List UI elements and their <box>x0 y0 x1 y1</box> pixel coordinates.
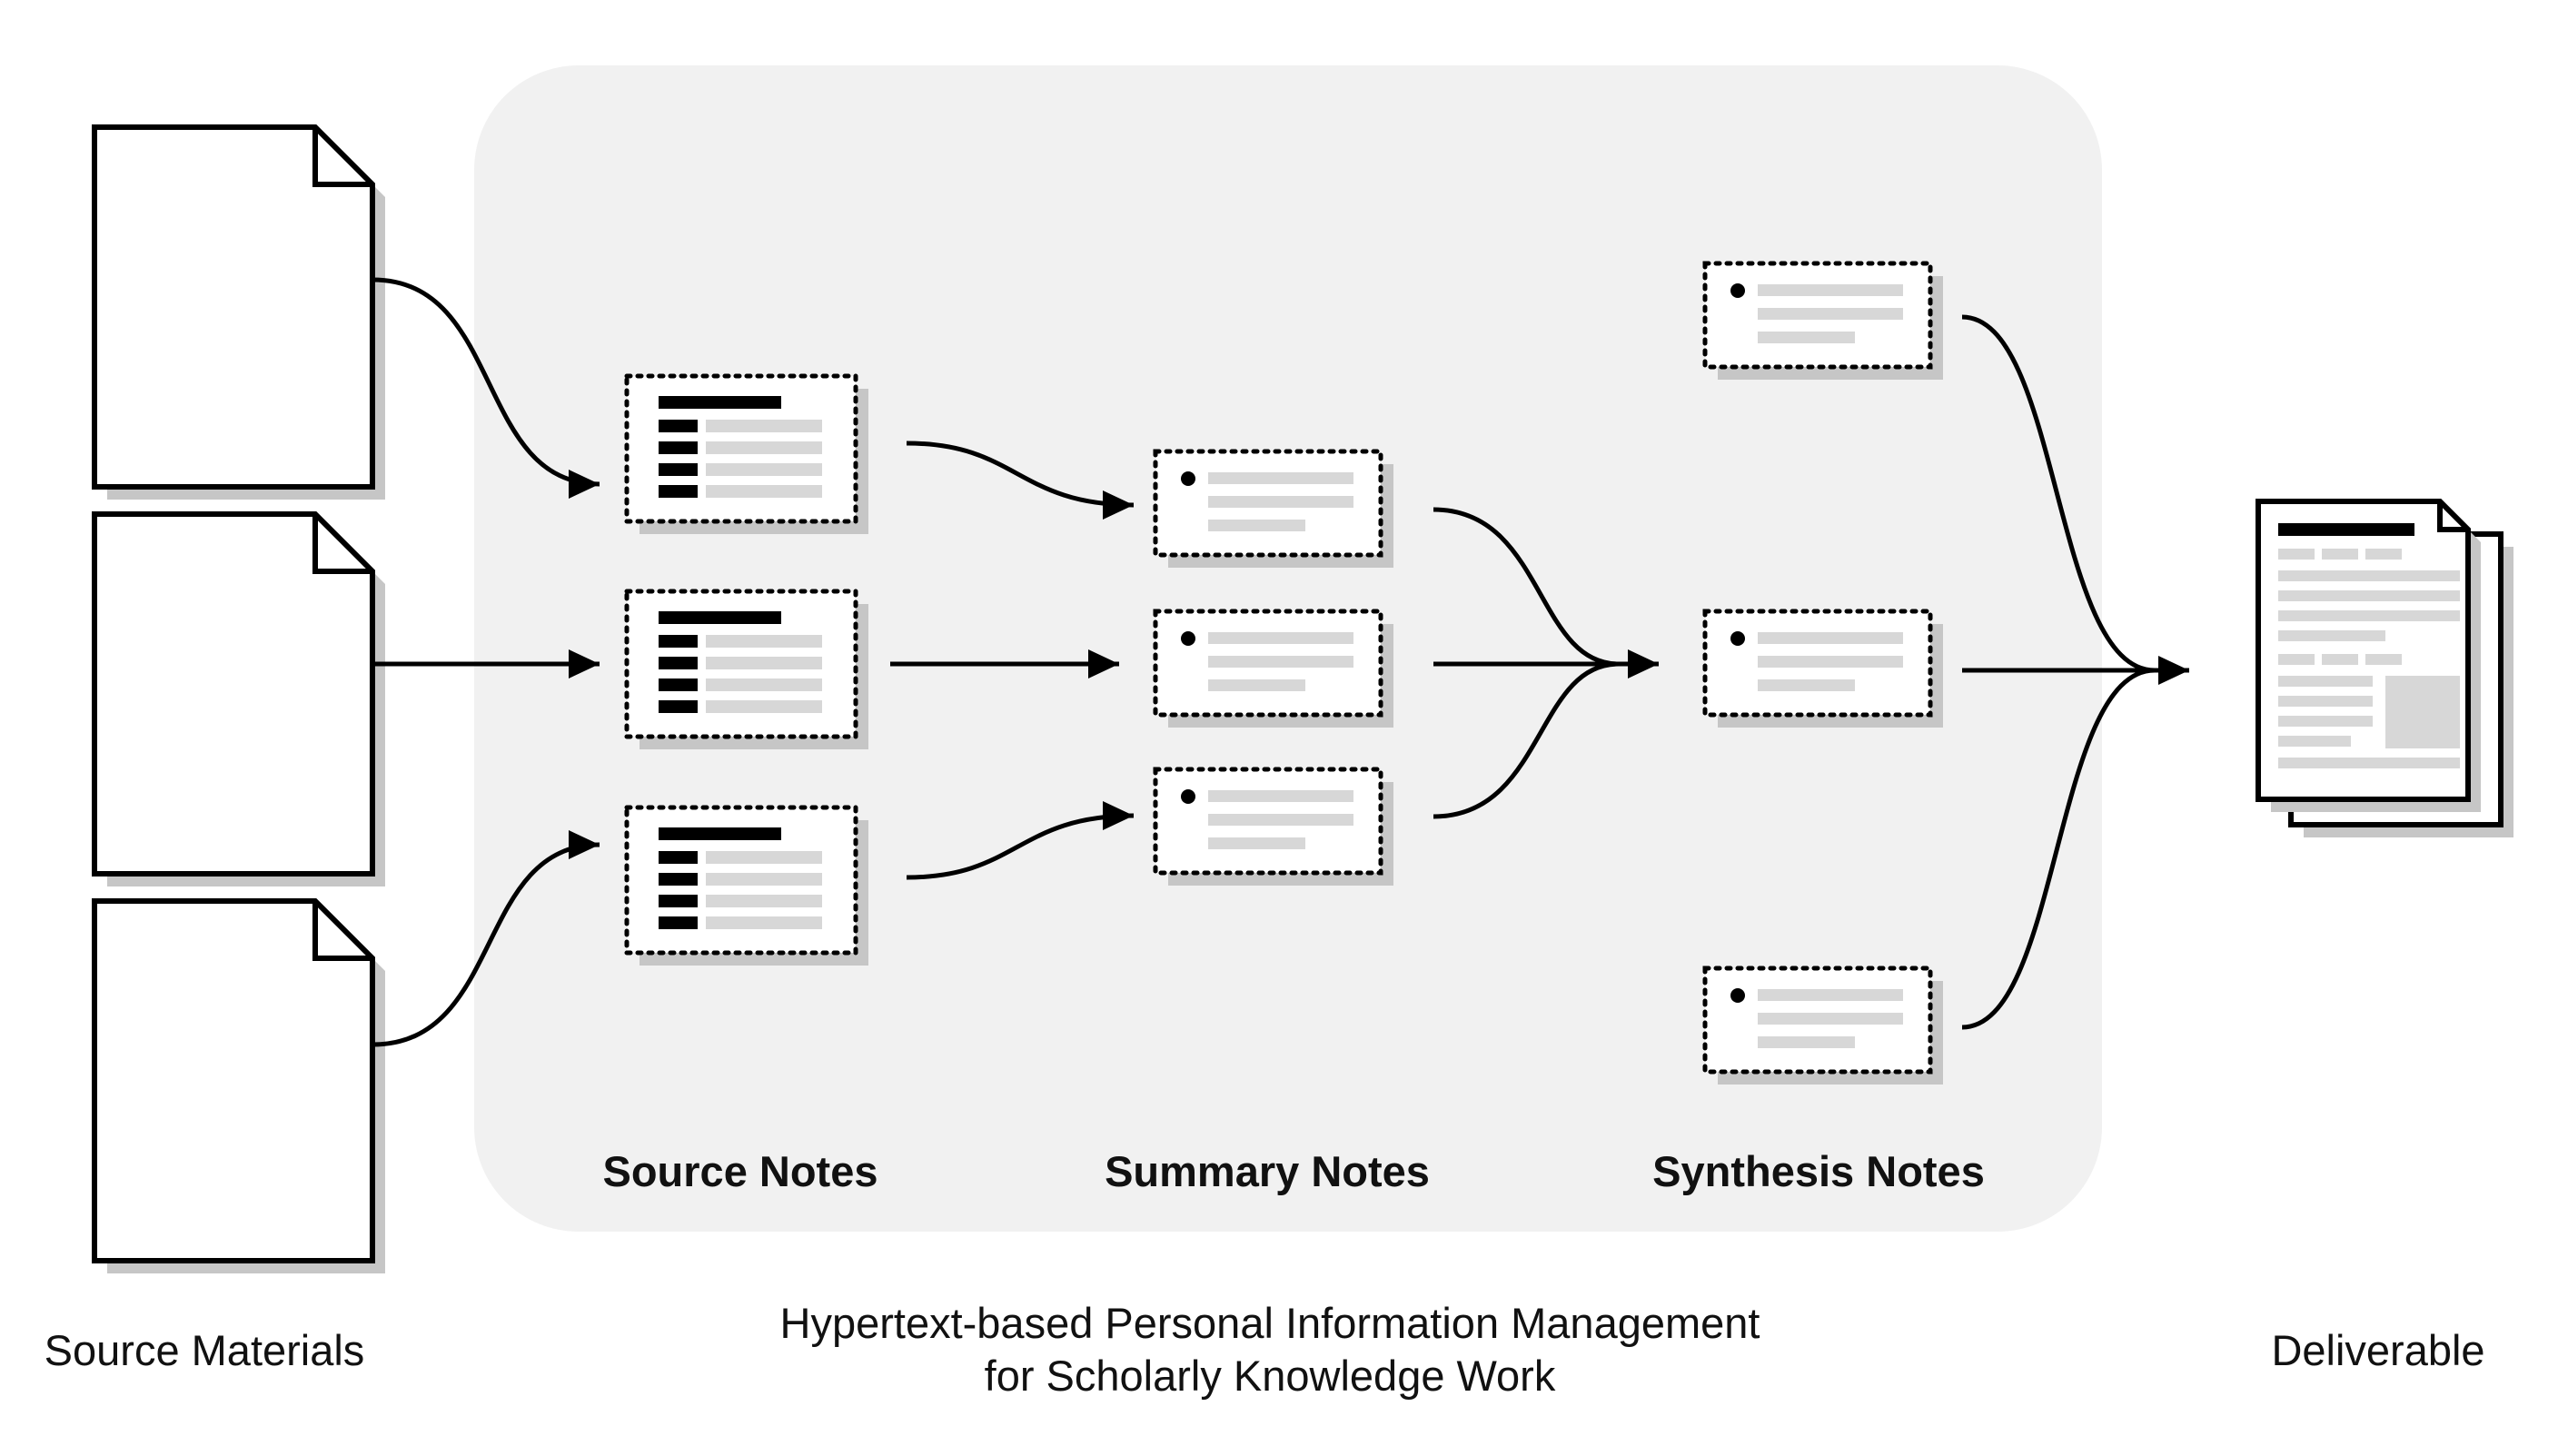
caption-pim-line2: for Scholarly Knowledge Work <box>984 1352 1556 1400</box>
connectors <box>372 277 2189 1047</box>
summary-note-card <box>1155 769 1393 886</box>
stage-label-synthesis-notes: Synthesis Notes <box>1652 1147 1985 1195</box>
flow-arrow <box>1961 314 2156 673</box>
source-note-card <box>627 591 868 749</box>
caption-source-materials: Source Materials <box>44 1326 365 1374</box>
source-document-icon <box>94 127 385 500</box>
synthesis-note-card <box>1705 611 1943 728</box>
source-document-icon <box>94 514 385 886</box>
stage-label-summary-notes: Summary Notes <box>1105 1147 1430 1195</box>
deliverable-document-icon <box>2256 499 2513 837</box>
flow-arrow <box>906 801 1135 880</box>
source-note-card <box>627 376 868 534</box>
flow-arrow <box>372 277 600 499</box>
caption-pim-line1: Hypertext-based Personal Information Man… <box>779 1299 1760 1347</box>
summary-note-card <box>1155 611 1393 728</box>
synthesis-note-card <box>1705 968 1943 1085</box>
caption-deliverable: Deliverable <box>2271 1326 2485 1374</box>
synthesis-note-card <box>1705 263 1943 380</box>
source-document-icon <box>94 901 385 1273</box>
source-note-card <box>627 807 868 966</box>
flow-arrow <box>1961 668 2156 1030</box>
flow-arrow <box>906 441 1135 520</box>
flow-arrow <box>1433 507 1620 667</box>
caption-pim-title: Hypertext-based Personal Information Man… <box>654 1297 1886 1402</box>
summary-note-card <box>1155 451 1393 568</box>
flow-arrow <box>372 830 600 1047</box>
stage-label-source-notes: Source Notes <box>602 1147 878 1195</box>
flow-arrow <box>1433 661 1620 819</box>
